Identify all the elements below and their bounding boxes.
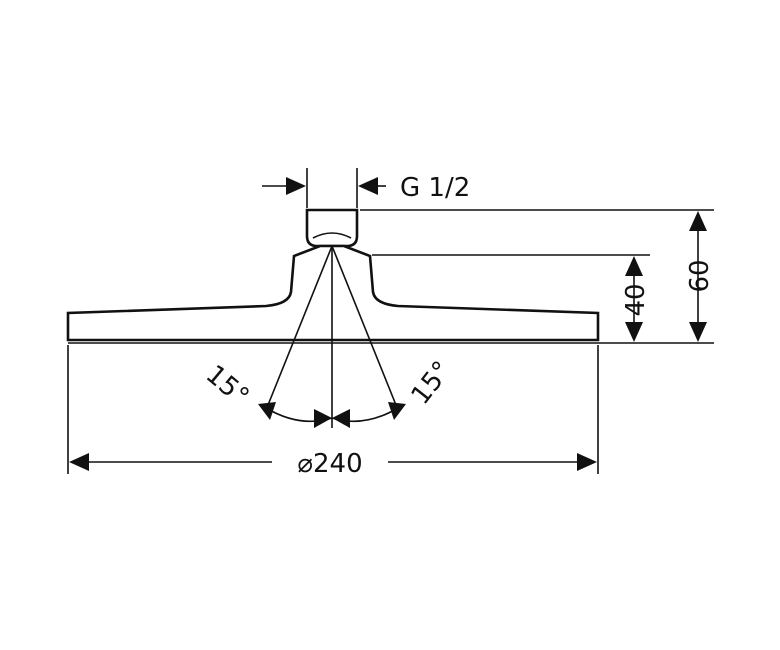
angle-left-label: 15°	[200, 360, 255, 413]
angle-right-label: 15°	[406, 356, 458, 411]
body-height-label: 40	[621, 283, 651, 316]
total-height-label: 60	[685, 259, 715, 292]
diameter-label: ⌀240	[297, 449, 362, 479]
diameter-dimension	[67, 345, 599, 474]
shower-head-outline	[66, 208, 600, 344]
thread-dimension	[262, 168, 386, 208]
hub	[66, 244, 600, 342]
height-dimensions	[360, 209, 714, 344]
connector-ball	[312, 232, 352, 239]
spray-angle-lines	[258, 245, 406, 428]
connector-nut	[305, 208, 359, 248]
thread-size-label: G 1/2	[400, 173, 470, 203]
